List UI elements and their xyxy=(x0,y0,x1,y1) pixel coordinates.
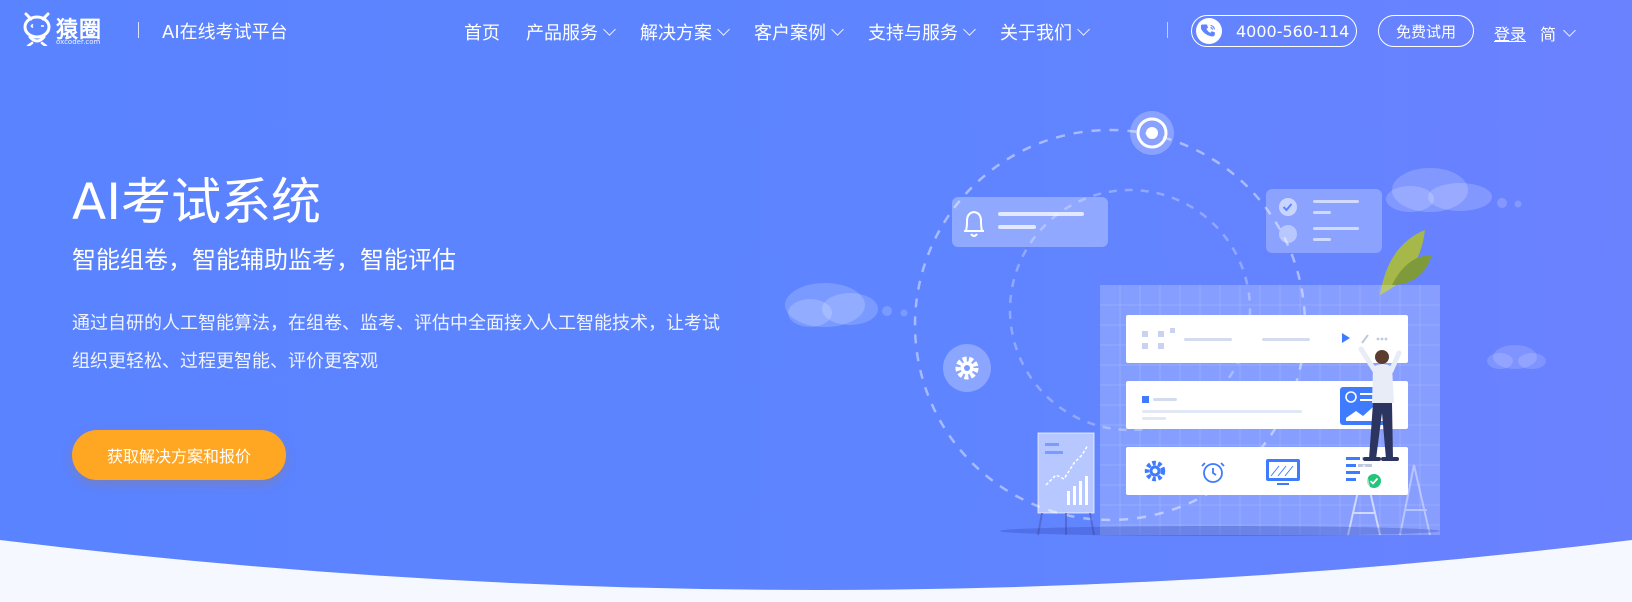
target-icon xyxy=(1130,111,1174,155)
phone-number: 4000-560-114 xyxy=(1236,21,1350,41)
plant-leaves xyxy=(1380,230,1432,295)
ground-shadow xyxy=(1000,526,1440,536)
phone-contact[interactable]: 4000-560-114 xyxy=(1191,15,1357,47)
nav-item-solutions[interactable]: 解决方案 xyxy=(640,18,730,46)
platform-name: AI在线考试平台 xyxy=(162,22,288,43)
hero-subtitle: 智能组卷，智能辅助监考，智能评估 xyxy=(72,246,456,274)
nav-item-cases[interactable]: 客户案例 xyxy=(754,18,844,46)
person-figure xyxy=(1347,346,1431,536)
cloud-right xyxy=(1386,168,1522,212)
chevron-down-icon xyxy=(963,22,976,36)
site-header: 猿圈 oxcoder.com AI在线考试平台 首页 产品服务 解决方案 客户案… xyxy=(0,0,1632,62)
checklist-card xyxy=(1266,189,1382,253)
chevron-down-icon xyxy=(603,22,616,36)
nav-item-about[interactable]: 关于我们 xyxy=(1000,18,1090,46)
nav-item-home[interactable]: 首页 xyxy=(464,23,500,44)
play-icon xyxy=(1342,333,1350,343)
check-icon xyxy=(1367,474,1381,488)
monkey-logo-icon xyxy=(23,12,51,46)
chevron-down-icon xyxy=(717,22,730,36)
language-selector[interactable]: 简 xyxy=(1540,21,1576,45)
site-logo[interactable]: 猿圈 oxcoder.com xyxy=(22,10,104,50)
bottom-wave xyxy=(0,540,1632,602)
gear-icon xyxy=(1144,460,1166,482)
cloud-small xyxy=(1487,345,1546,369)
main-nav: 首页 产品服务 解决方案 客户案例 支持与服务 关于我们 xyxy=(464,18,1090,46)
chevron-down-icon xyxy=(831,22,844,36)
header-divider xyxy=(138,22,139,38)
gear-icon xyxy=(943,344,991,392)
get-solution-button[interactable]: 获取解决方案和报价 xyxy=(72,430,286,480)
login-link[interactable]: 登录 xyxy=(1494,25,1527,44)
language-label: 简 xyxy=(1540,25,1557,44)
free-trial-button[interactable]: 免费试用 xyxy=(1378,15,1474,47)
bell-icon xyxy=(964,210,984,237)
notification-card xyxy=(952,197,1108,247)
logo-domain: oxcoder.com xyxy=(56,38,101,46)
nav-item-support[interactable]: 支持与服务 xyxy=(868,18,976,46)
dashboard-board xyxy=(1100,285,1440,535)
nav-item-products[interactable]: 产品服务 xyxy=(526,18,616,46)
cloud-left xyxy=(785,283,908,327)
logo-text: 猿圈 xyxy=(56,18,103,43)
easel-chart xyxy=(1037,432,1095,536)
more-icon xyxy=(1376,337,1388,341)
chevron-down-icon xyxy=(1563,23,1576,37)
edit-icon xyxy=(1361,334,1369,344)
hero-illustration xyxy=(785,111,1546,536)
orbit-ring-inner xyxy=(1008,188,1252,432)
phone-icon xyxy=(1196,18,1222,44)
alarm-clock-icon xyxy=(1201,462,1225,483)
flowchart-icon xyxy=(1142,328,1175,349)
monitor-icon xyxy=(1266,459,1300,485)
chevron-down-icon xyxy=(1077,22,1090,36)
hero-description: 通过自研的人工智能算法，在组卷、监考、评估中全面接入人工智能技术，让考试组织更轻… xyxy=(72,313,720,372)
hero-title: AI考试系统 xyxy=(72,173,321,231)
header-divider-right xyxy=(1167,22,1168,38)
